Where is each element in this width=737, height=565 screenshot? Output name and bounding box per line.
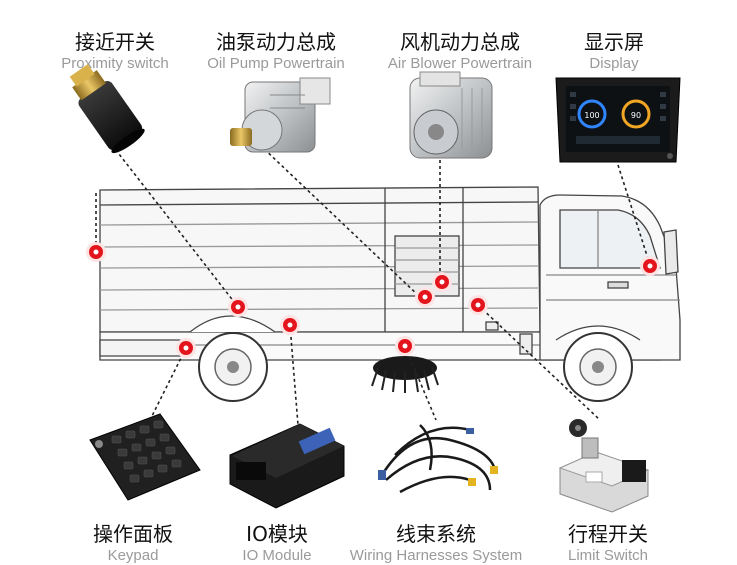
label-en: Keypad [107,547,159,564]
marker-oilpump [415,287,435,307]
label-cn: 显示屏 [584,30,644,54]
label-cn: 线束系统 [395,522,476,546]
label-cn: 风机动力总成 [400,30,520,54]
label-en: Limit Switch [567,547,649,564]
sweeper-brush-icon [371,356,439,393]
blower-motor-icon [409,71,493,159]
marker-keypad [176,338,196,358]
label-en: Air Blower Powertrain [387,55,533,72]
connector-lines [95,144,651,426]
connector-proximity [111,144,239,308]
label-en: Display [589,55,639,72]
marker-blower [432,272,452,292]
marker-harness [395,336,415,356]
label-wiring-harness: 线束系统 Wiring Harnesses System [350,518,523,564]
label-oil-pump-powertrain: 油泵动力总成 Oil Pump Powertrain [207,26,345,72]
wiring-harness-icon [378,424,498,494]
marker-proximity [86,242,106,262]
marker-io [280,315,300,335]
label-cn: 行程开关 [568,522,648,546]
label-en: IO Module [242,547,312,564]
rear-wheel [198,332,268,402]
label-cn: 操作面板 [93,522,173,546]
label-display: 显示屏 Display [584,26,644,72]
connector-keypad [149,347,187,421]
connector-harness [404,345,437,421]
markers [86,242,660,358]
label-keypad: 操作面板 Keypad [93,518,173,564]
connector-oil-pump [259,144,421,298]
display-right-value: 90 [631,111,641,120]
connector-limit [477,304,601,421]
front-wheel [563,332,633,402]
marker-display [640,256,660,276]
keypad-icon [89,413,201,501]
label-air-blower-powertrain: 风机动力总成 Air Blower Powertrain [388,26,532,72]
connector-io [289,324,299,426]
label-io-module: IO模块 IO Module [242,518,311,564]
label-cn: IO模块 [246,522,308,546]
oil-pump-motor-icon [230,77,331,153]
label-cn: 接近开关 [74,30,155,54]
label-limit-switch: 行程开关 Limit Switch [568,518,648,564]
io-module-icon [229,423,345,509]
display-left-value: 100 [584,111,599,120]
marker-limit [468,295,488,315]
label-en: Oil Pump Powertrain [207,55,345,72]
proximity-sensor-icon [69,64,145,154]
marker-oilpump-body [228,297,248,317]
label-cn: 油泵动力总成 [216,30,336,54]
display-screen-icon: 100 90 [555,77,681,163]
limit-switch-icon [558,419,650,513]
label-en: Wiring Harnesses System [349,547,523,564]
